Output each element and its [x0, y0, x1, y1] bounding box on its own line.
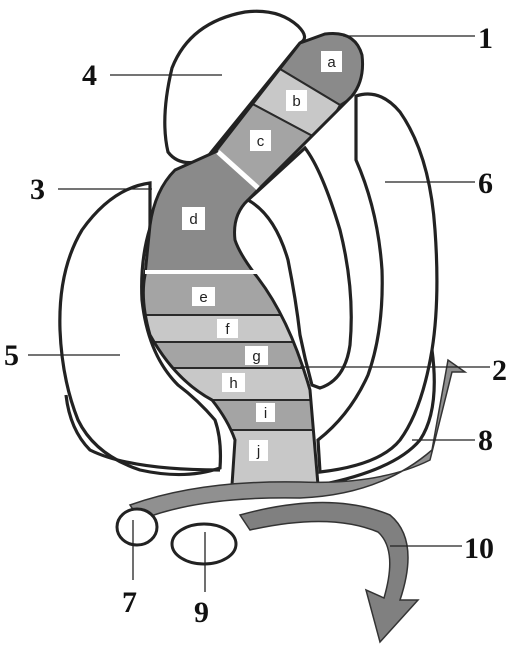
svg-text:c: c — [257, 133, 265, 150]
segment-label-h: h — [222, 373, 245, 392]
svg-text:i: i — [264, 405, 267, 422]
svg-text:b: b — [292, 93, 300, 110]
segment-label-e: e — [192, 287, 215, 306]
svg-text:h: h — [229, 375, 237, 392]
segment-label-c: c — [250, 130, 271, 151]
callout-number-9: 9 — [194, 596, 209, 629]
segment-label-i: i — [256, 403, 275, 422]
segment-label-f: f — [217, 319, 238, 338]
segment-label-d: d — [182, 207, 205, 230]
svg-text:a: a — [327, 54, 336, 71]
svg-text:d: d — [189, 211, 197, 228]
callout-number-10: 10 — [464, 532, 494, 565]
segment-label-b: b — [286, 90, 307, 111]
callout-number-5: 5 — [4, 339, 19, 372]
lobe-6 — [318, 94, 437, 472]
callout-number-7: 7 — [122, 586, 137, 619]
segment-label-g: g — [245, 346, 268, 365]
callout-number-6: 6 — [478, 167, 493, 200]
svg-text:e: e — [199, 289, 207, 306]
svg-text:j: j — [256, 443, 260, 460]
callout-number-8: 8 — [478, 424, 493, 457]
loop-9 — [172, 524, 236, 564]
callout-number-3: 3 — [30, 173, 45, 206]
callout-number-4: 4 — [82, 59, 97, 92]
outflow-arrow — [240, 503, 418, 643]
loop-7 — [117, 509, 157, 545]
svg-text:g: g — [252, 348, 260, 365]
callout-number-2: 2 — [492, 354, 507, 387]
callout-number-1: 1 — [478, 22, 493, 55]
segment-label-j: j — [249, 440, 268, 461]
segment-label-a: a — [321, 51, 342, 72]
